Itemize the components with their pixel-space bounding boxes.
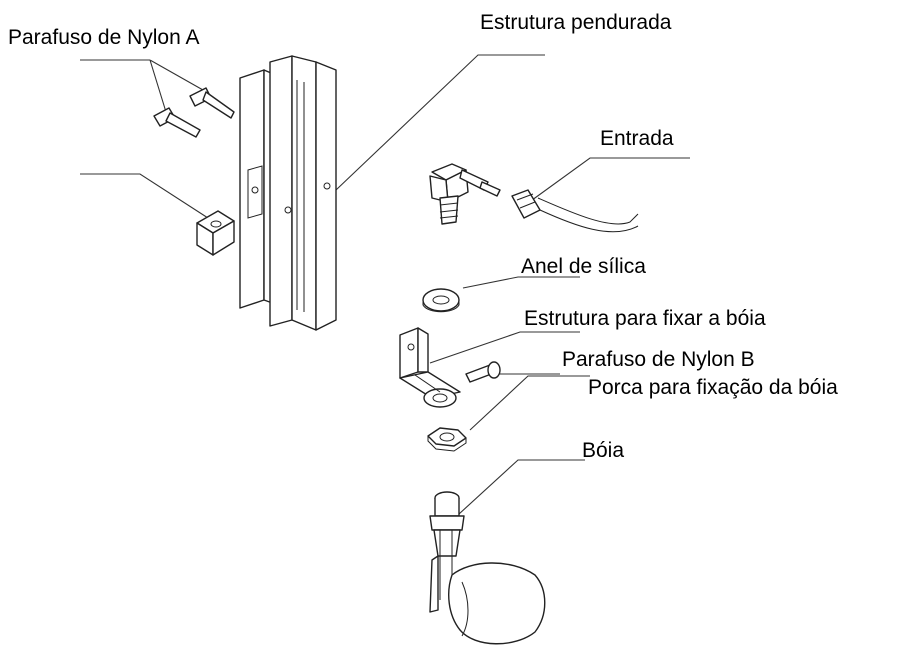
- leader-anel: [462, 276, 580, 289]
- nylon-screw-a-2: [153, 107, 201, 138]
- nylon-screw-a-1: [189, 87, 235, 119]
- leader-estrutura-pendurada: [335, 54, 545, 191]
- leader-porca: [469, 375, 590, 431]
- label-parafuso-nylon-a: Parafuso de Nylon A: [8, 26, 200, 49]
- label-estrutura-pendurada: Estrutura pendurada: [480, 11, 672, 34]
- label-anel-de-silica: Anel de sílica: [521, 255, 646, 278]
- float-assembly: [429, 491, 546, 645]
- leader-entrada: [527, 157, 690, 204]
- leader-lines: [80, 54, 690, 526]
- nylon-screw-b: [465, 361, 501, 383]
- leader-fixar-boia: [429, 331, 580, 364]
- hanging-structure: [239, 55, 337, 331]
- leader-parafuso-a: [80, 59, 204, 113]
- label-boia: Bóia: [582, 439, 625, 462]
- float-nut: [427, 427, 467, 452]
- inlet-fitting: [429, 163, 489, 225]
- leader-estrutura-clip: [80, 173, 209, 219]
- label-parafuso-nylon-b: Parafuso de Nylon B: [562, 348, 755, 371]
- leader-boia: [446, 459, 585, 526]
- silica-ring: [422, 288, 460, 313]
- square-clip: [196, 210, 235, 256]
- label-estrutura-fixar-boia: Estrutura para fixar a bóia: [524, 307, 766, 330]
- label-porca-fixacao-boia: Porca para fixação da bóia: [588, 376, 838, 399]
- label-entrada: Entrada: [600, 127, 674, 150]
- float-bracket: [399, 327, 461, 408]
- inlet-pin: [479, 181, 501, 197]
- inlet-nut-and-tube: [511, 189, 639, 233]
